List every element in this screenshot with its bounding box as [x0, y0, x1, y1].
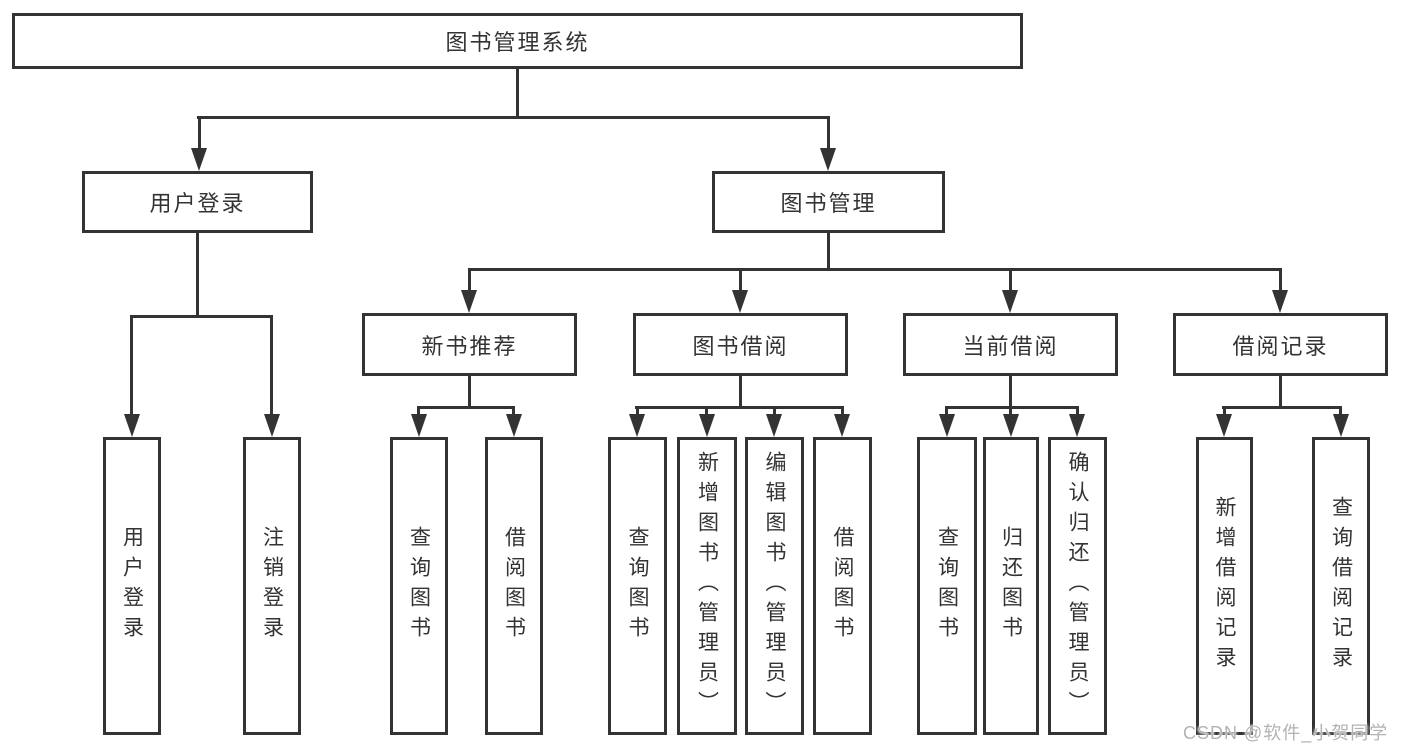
node-user-login-label: 用户登录	[149, 191, 246, 216]
node-current-borrowing-label: 当前借阅	[962, 333, 1059, 359]
arrow-down-icon	[124, 414, 140, 437]
leaf-add-borrow-record: 新增借阅记录	[1196, 437, 1253, 735]
leaf-borrow-books-label: 借阅图书	[831, 526, 854, 646]
node-new-book-recommend-label: 新书推荐	[421, 333, 518, 359]
arrow-down-icon	[506, 414, 522, 437]
leaf-query-books-recommend: 查询图书	[390, 437, 448, 735]
node-borrow-records-label: 借阅记录	[1232, 333, 1329, 359]
connector-line	[945, 406, 948, 416]
connector-line	[945, 406, 1079, 409]
node-book-management: 图书管理	[712, 171, 945, 233]
connector-line	[1076, 406, 1079, 416]
node-book-management-label: 图书管理	[780, 191, 877, 216]
connector-line	[739, 375, 742, 408]
arrow-down-icon	[1216, 414, 1232, 437]
leaf-borrow-books-recommend: 借阅图书	[485, 437, 543, 735]
connector-line	[827, 116, 830, 150]
connector-line	[468, 375, 471, 408]
arrow-down-icon	[732, 290, 748, 313]
connector-line	[516, 69, 519, 118]
leaf-return-books: 归还图书	[983, 437, 1039, 735]
leaf-logout-label: 注销登录	[260, 526, 284, 646]
leaf-query-books-borrowing-label: 查询图书	[626, 526, 649, 646]
node-current-borrowing: 当前借阅	[903, 313, 1118, 376]
leaf-query-borrow-record: 查询借阅记录	[1312, 437, 1370, 735]
arrow-down-icon	[629, 414, 645, 437]
leaf-query-books-recommend-label: 查询图书	[407, 526, 431, 646]
connector-line	[1222, 406, 1342, 409]
arrow-down-icon	[766, 414, 782, 437]
node-new-book-recommend: 新书推荐	[362, 313, 577, 376]
connector-line	[270, 315, 273, 414]
arrow-down-icon	[411, 414, 427, 437]
node-borrow-records: 借阅记录	[1173, 313, 1388, 376]
leaf-logout: 注销登录	[243, 437, 301, 735]
connector-line	[841, 406, 844, 416]
leaf-confirm-return-admin: 确认归还（管理员）	[1048, 437, 1107, 735]
leaf-borrow-books-recommend-label: 借阅图书	[502, 526, 526, 646]
arrow-down-icon	[264, 414, 280, 437]
connector-line	[417, 406, 515, 409]
connector-line	[512, 406, 515, 416]
leaf-query-books-borrowing: 查询图书	[608, 437, 667, 735]
node-root-system: 图书管理系统	[12, 13, 1023, 69]
connector-line	[1279, 375, 1282, 408]
arrow-down-icon	[1333, 414, 1349, 437]
arrow-down-icon	[939, 414, 955, 437]
connector-line	[417, 406, 420, 416]
leaf-confirm-return-admin-label: 确认归还（管理员）	[1066, 451, 1089, 721]
arrow-down-icon	[1272, 290, 1288, 313]
connector-line	[196, 233, 199, 317]
connector-line	[1279, 268, 1282, 290]
connector-line	[130, 315, 273, 318]
leaf-add-books-admin-label: 新增图书（管理员）	[695, 451, 719, 721]
leaf-user-login: 用户登录	[103, 437, 161, 735]
leaf-edit-books-admin-label: 编辑图书（管理员）	[763, 451, 786, 721]
node-book-borrowing-label: 图书借阅	[692, 333, 789, 359]
node-root-label: 图书管理系统	[445, 30, 590, 55]
csdn-watermark: CSDN @软件_小贺同学	[1183, 723, 1389, 743]
connector-line	[468, 268, 1282, 271]
node-user-login: 用户登录	[82, 171, 313, 233]
leaf-return-books-label: 归还图书	[999, 526, 1023, 646]
arrow-down-icon	[1003, 414, 1019, 437]
leaf-borrow-books: 借阅图书	[813, 437, 872, 735]
leaf-edit-books-admin: 编辑图书（管理员）	[745, 437, 804, 735]
connector-line	[635, 406, 844, 409]
connector-line	[1339, 406, 1342, 416]
connector-line	[636, 406, 639, 416]
connector-line	[1009, 268, 1012, 290]
connector-line	[773, 406, 776, 416]
connector-line	[468, 268, 471, 290]
connector-line	[198, 116, 201, 150]
connector-line	[827, 233, 830, 270]
arrow-down-icon	[820, 148, 836, 171]
connector-line	[197, 116, 830, 119]
connector-line	[739, 268, 742, 290]
connector-line	[705, 406, 708, 416]
node-book-borrowing: 图书借阅	[633, 313, 848, 376]
connector-line	[130, 315, 133, 414]
connector-line	[1223, 406, 1226, 416]
arrow-down-icon	[834, 414, 850, 437]
connector-line	[1009, 406, 1012, 416]
leaf-user-login-label: 用户登录	[120, 526, 144, 646]
leaf-add-borrow-record-label: 新增借阅记录	[1213, 496, 1236, 676]
leaf-query-books-current: 查询图书	[917, 437, 977, 735]
leaf-query-borrow-record-label: 查询借阅记录	[1329, 496, 1353, 676]
arrow-down-icon	[1002, 290, 1018, 313]
arrow-down-icon	[1069, 414, 1085, 437]
arrow-down-icon	[191, 148, 207, 171]
leaf-query-books-current-label: 查询图书	[935, 526, 959, 646]
arrow-down-icon	[699, 414, 715, 437]
arrow-down-icon	[461, 290, 477, 313]
leaf-add-books-admin: 新增图书（管理员）	[677, 437, 737, 735]
connector-line	[1009, 375, 1012, 408]
